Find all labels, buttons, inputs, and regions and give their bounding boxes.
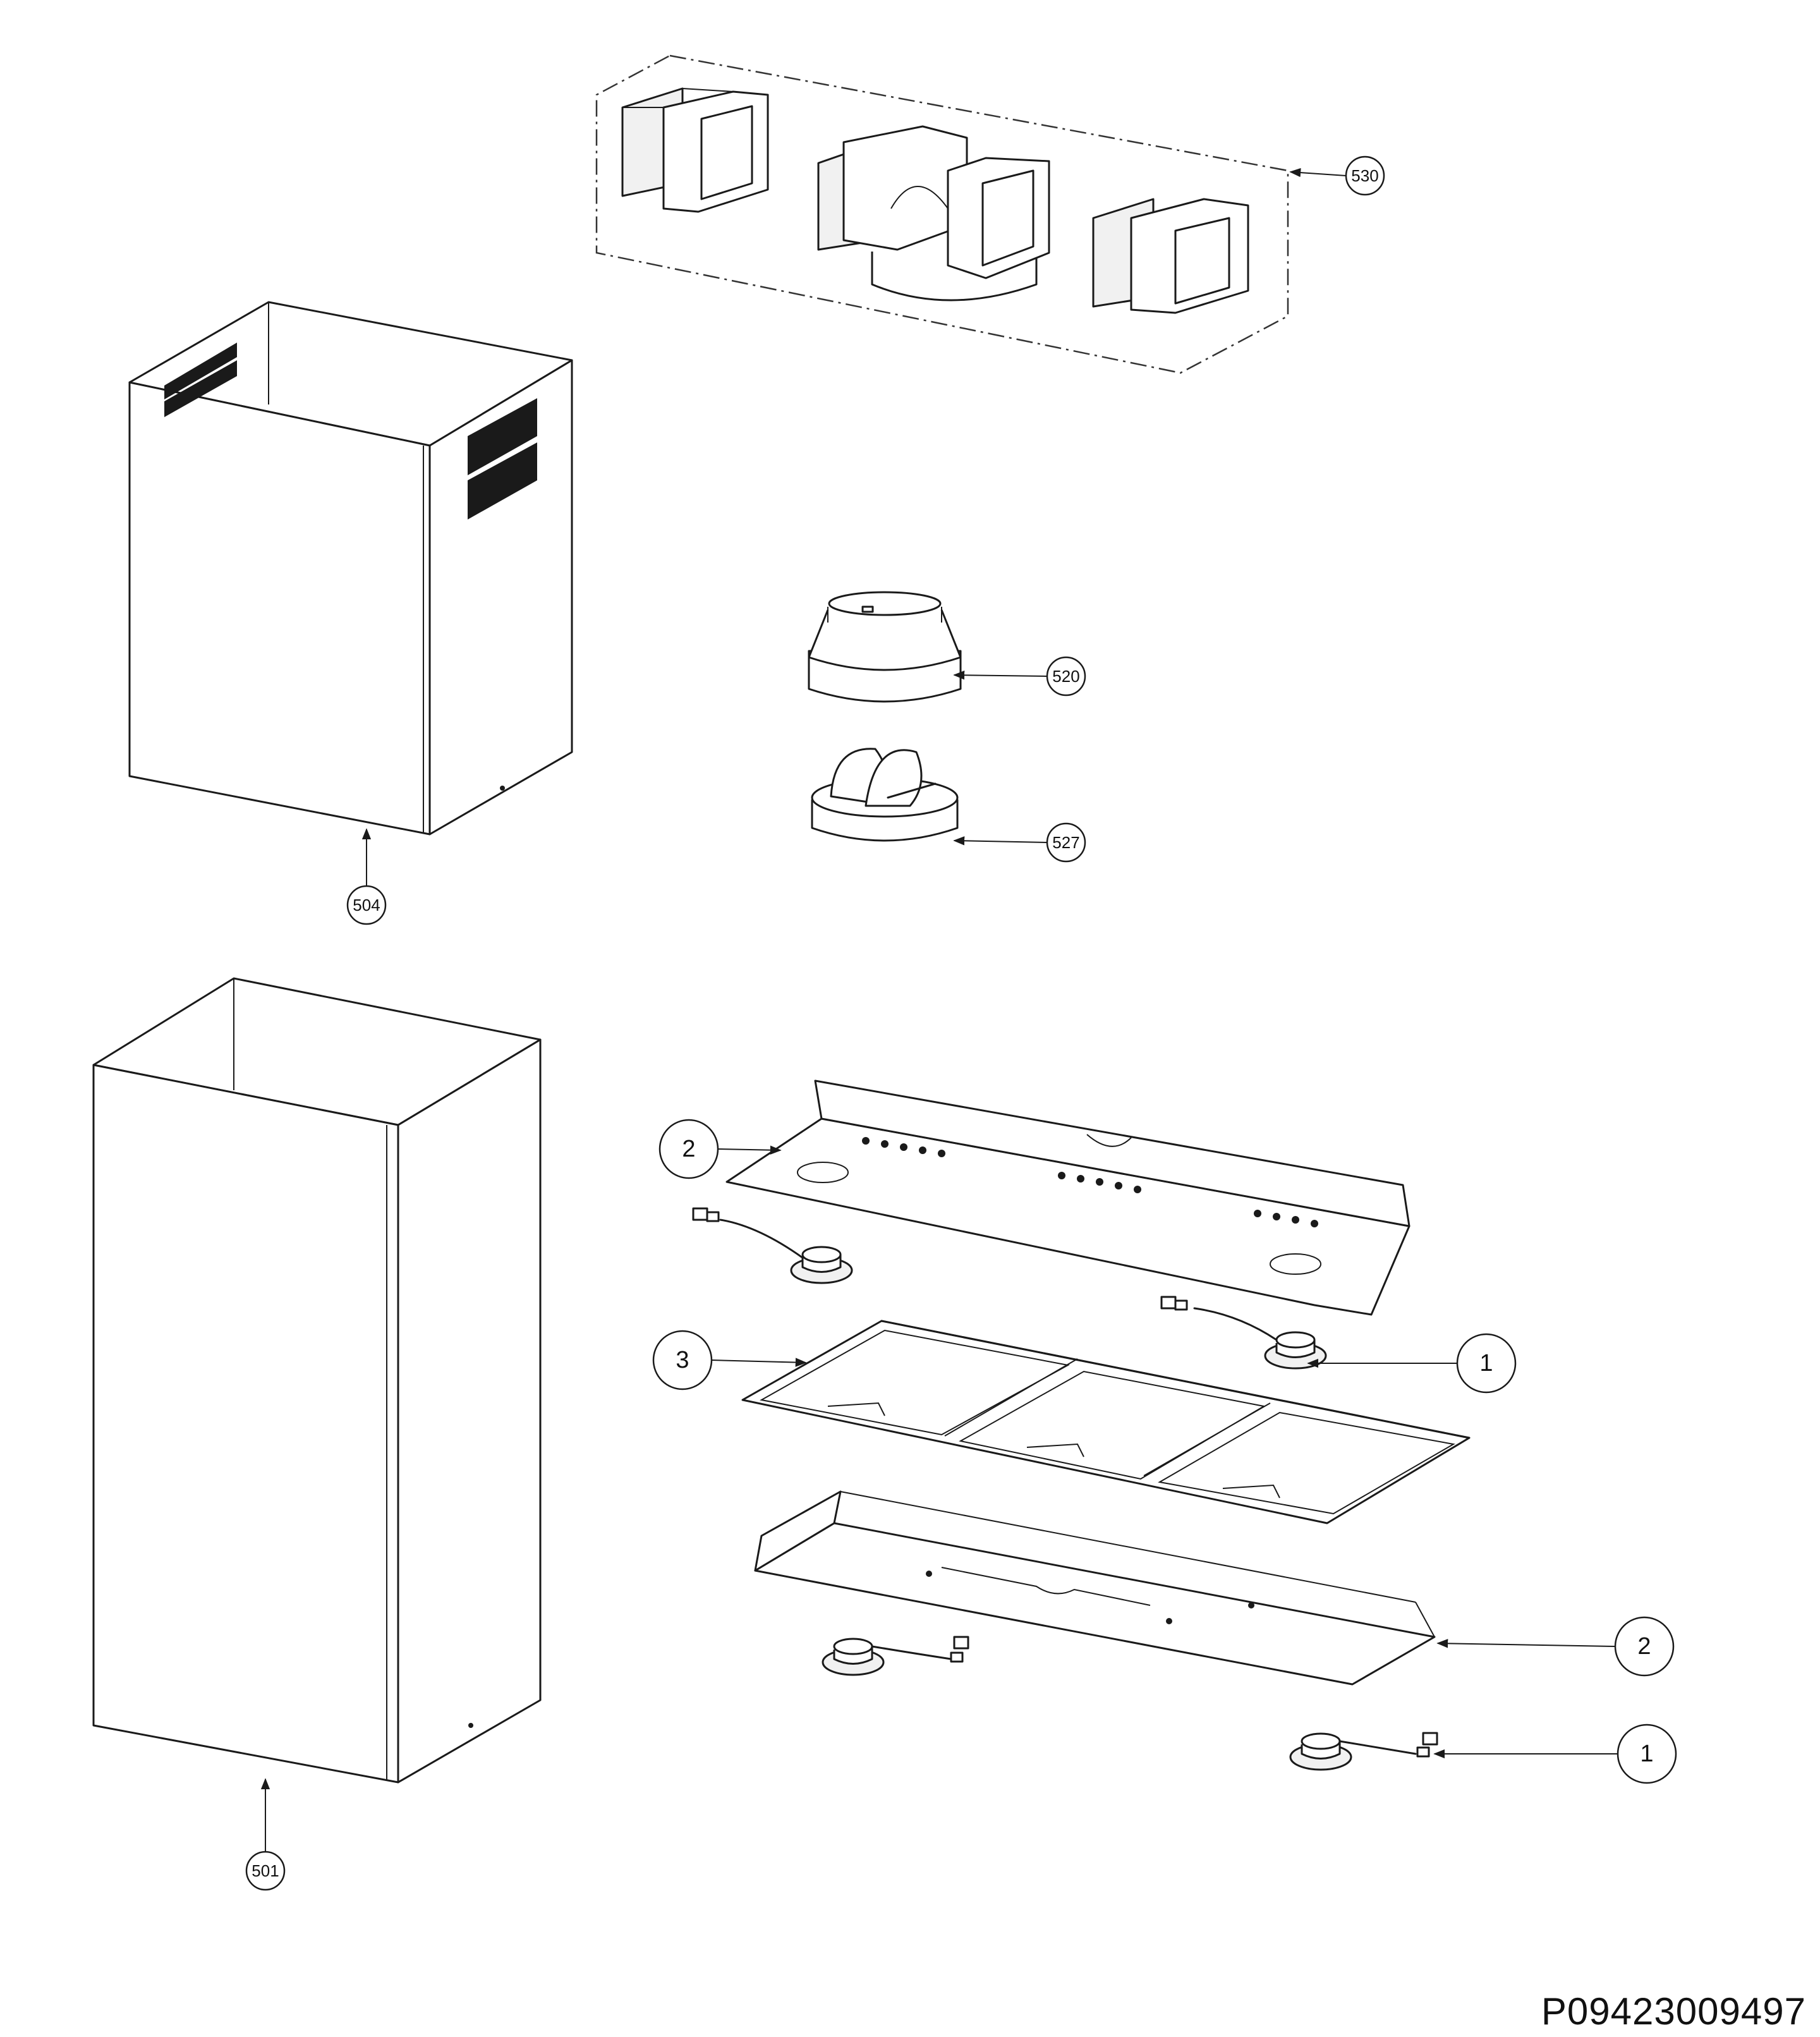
check-valve-527	[811, 748, 959, 842]
callout-520: 520	[953, 656, 1086, 696]
svg-text:501: 501	[252, 1861, 279, 1880]
halogen-light-lower-right	[1289, 1732, 1438, 1771]
lower-chimney-501	[92, 977, 542, 1784]
svg-text:2: 2	[1637, 1633, 1651, 1660]
halogen-light-upper-left	[692, 1207, 853, 1284]
svg-text:1: 1	[1640, 1741, 1653, 1767]
callout-504: 504	[346, 828, 387, 925]
duct-t-piece	[817, 125, 1050, 301]
upper-chimney-504	[128, 301, 573, 836]
svg-text:520: 520	[1052, 667, 1079, 686]
light-bracket-lower	[754, 1490, 1436, 1686]
light-bracket-upper	[725, 1079, 1410, 1316]
svg-text:530: 530	[1351, 166, 1378, 185]
svg-text:2: 2	[682, 1136, 695, 1162]
callout-2-upper: 2	[658, 1119, 782, 1179]
callout-1-lower: 1	[1433, 1724, 1677, 1784]
callout-501: 501	[245, 1778, 286, 1891]
grease-filter-set	[741, 1320, 1471, 1524]
duct-kit-530	[595, 54, 1289, 374]
vent-slots-back	[164, 343, 237, 417]
svg-text:504: 504	[353, 896, 380, 915]
svg-text:3: 3	[676, 1347, 689, 1373]
callout-527: 527	[953, 822, 1086, 863]
halogen-light-upper-right	[1160, 1296, 1327, 1370]
document-id: P09423009497	[1541, 1990, 1806, 2033]
callout-530: 530	[1289, 155, 1385, 196]
callout-3: 3	[652, 1330, 807, 1390]
svg-text:527: 527	[1052, 833, 1079, 852]
rect-duct-left	[621, 87, 769, 213]
vent-slots-side	[468, 398, 537, 520]
svg-text:1: 1	[1479, 1350, 1493, 1377]
callout-1-upper: 1	[1307, 1333, 1517, 1394]
duct-adapter-520	[808, 591, 962, 703]
callout-2-lower: 2	[1436, 1616, 1675, 1677]
rect-duct-right	[1092, 198, 1249, 314]
halogen-light-lower-left	[822, 1636, 969, 1676]
